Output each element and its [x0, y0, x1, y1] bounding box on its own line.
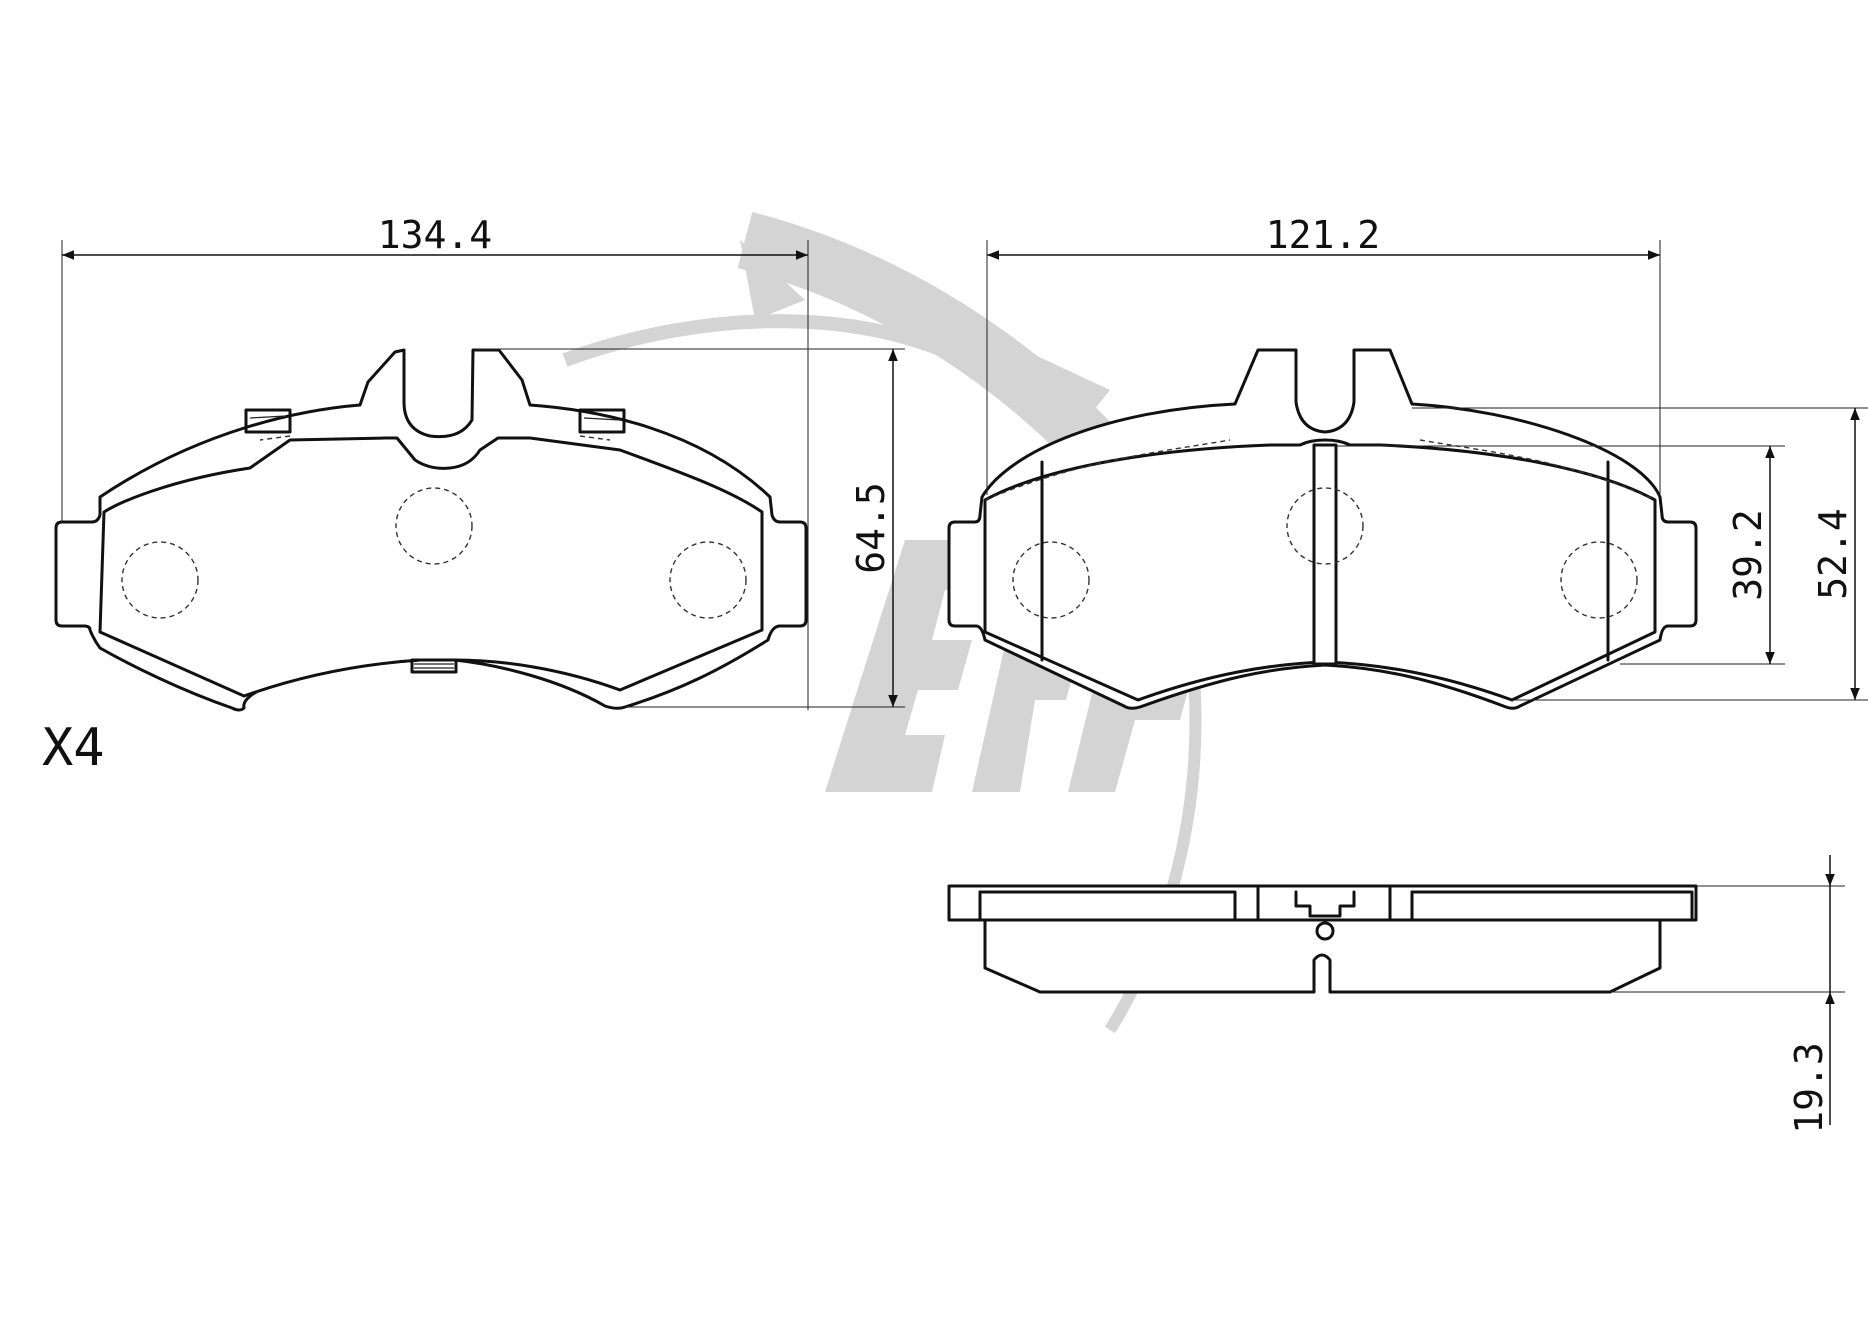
- side-view-drawing: 19.3: [947, 855, 1845, 1134]
- right-center-piston-circle: [1286, 487, 1364, 565]
- quantity-label: X4: [42, 718, 105, 778]
- left-shim-tab: [244, 408, 292, 434]
- right-piston-circle: [669, 541, 747, 619]
- right-right-piston-circle: [1560, 541, 1638, 619]
- left-pad-friction-material: [98, 436, 764, 698]
- center-piston-circle: [395, 487, 473, 565]
- center-groove: [1312, 443, 1338, 666]
- side-thickness-dimension: 19.3: [1787, 1042, 1831, 1134]
- right-pad-drawing: 121.2 39.2 52.4: [947, 213, 1868, 710]
- right-width-dimension: 121.2: [1266, 213, 1380, 257]
- right-outer-height-dimension: 52.4: [1811, 508, 1855, 600]
- right-inner-height-dimension: 39.2: [1726, 509, 1770, 601]
- left-piston-circle: [121, 541, 199, 619]
- left-height-dimension: 64.5: [849, 482, 893, 574]
- left-pad-drawing: 134.4 64.5 X4: [42, 213, 905, 778]
- right-shim-tab: [578, 408, 626, 434]
- right-left-piston-circle: [1012, 541, 1090, 619]
- left-width-dimension: 134.4: [378, 213, 492, 257]
- side-wear-indicator: [1315, 921, 1335, 941]
- bottom-shim-tab: [410, 658, 458, 674]
